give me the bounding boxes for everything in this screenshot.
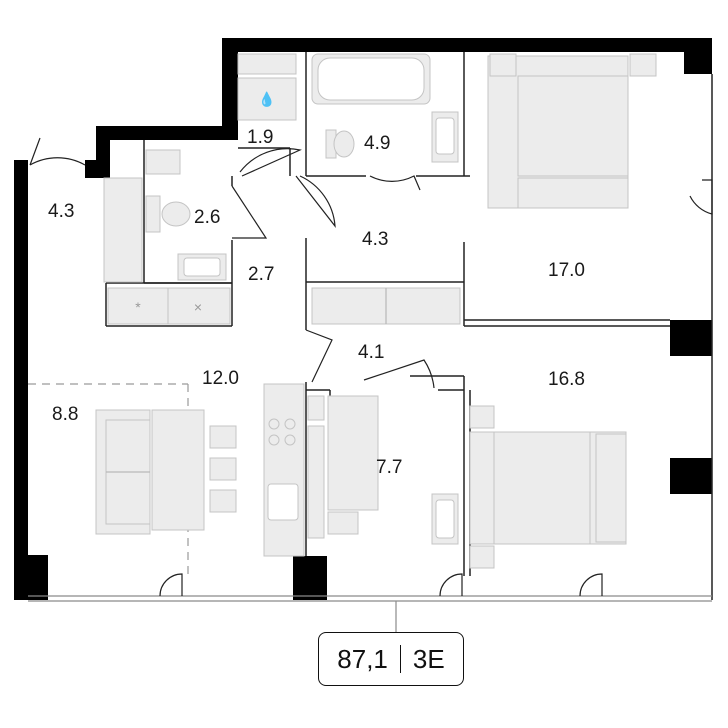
room-area-label: 16.8 [548, 369, 585, 390]
stove-icon [263, 383, 305, 557]
room-area-label: 4.3 [362, 229, 388, 250]
room-area-label: 8.8 [52, 404, 78, 425]
room-area-label: 7.7 [376, 457, 402, 478]
sofa-icon [95, 409, 237, 535]
room-area-label: 17.0 [548, 260, 585, 281]
interior-walls [105, 52, 670, 576]
apartment-summary-badge: 87,1 3E [318, 632, 464, 686]
room-area-label: 12.0 [202, 368, 239, 389]
svg-text:×: × [194, 299, 202, 315]
room-area-label: 2.6 [194, 207, 220, 228]
furniture: 💧 * × [95, 53, 657, 569]
bed-icon [487, 53, 657, 209]
room-labels: 1.9 4.9 4.3 2.6 4.3 17.0 2.7 4.1 12.0 16… [48, 127, 585, 478]
room-area-label: 4.1 [358, 342, 384, 363]
room-area-label: 4.3 [48, 201, 74, 222]
sink-icon [431, 111, 459, 163]
total-area: 87,1 [337, 643, 388, 674]
badge-divider [399, 645, 401, 673]
svg-text:*: * [135, 299, 141, 315]
room-area-label: 2.7 [248, 264, 274, 285]
room-area-label: 4.9 [364, 133, 390, 154]
drop-icon: 💧 [258, 91, 275, 108]
toilet-icon [325, 129, 355, 159]
doors [29, 137, 713, 597]
room-area-label: 1.9 [247, 127, 273, 148]
door-swing-icon [29, 137, 86, 166]
apartment-type: 3E [412, 643, 445, 674]
bathtub-icon [311, 53, 431, 105]
outer-walls [14, 38, 713, 602]
